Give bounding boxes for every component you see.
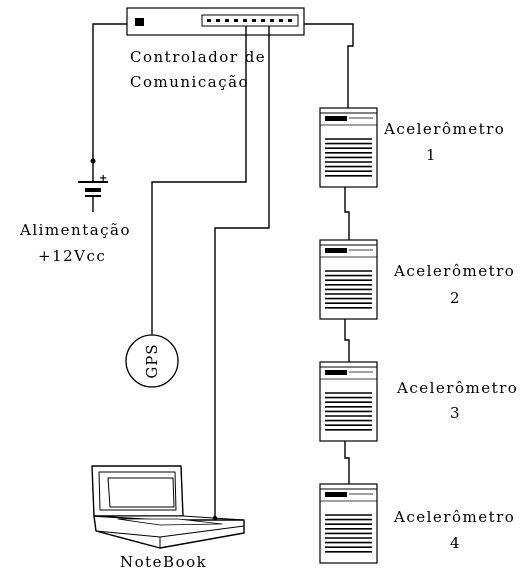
accelerometer-4-name: Acelerômetro: [393, 508, 515, 526]
chain-wire-1-2: [344, 187, 350, 240]
gps-wire: [151, 26, 247, 336]
accelerometer-1-name: Acelerômetro: [383, 120, 505, 138]
notebook-label: NoteBook: [120, 553, 207, 571]
accelerometer-1-number: 1: [426, 146, 437, 164]
accelerometer-2-number: 2: [450, 289, 461, 307]
controller-label-line1: Controlador de: [130, 48, 266, 66]
accelerometer-2-name: Acelerômetro: [393, 262, 515, 280]
accelerometer-4-unit: [319, 483, 378, 564]
power-wire-junction: [90, 158, 96, 164]
controller-label-line2: Comunicação: [130, 73, 249, 91]
gps-label: GPS: [143, 343, 161, 378]
wiring: [92, 23, 354, 518]
controller-port-strip: [201, 14, 299, 27]
accelerometer-3-number: 3: [450, 404, 461, 422]
communication-controller: [126, 7, 305, 36]
accelerometer-bus-wire: [304, 23, 354, 108]
controller-port-pins: [207, 19, 292, 22]
accelerometer-3-unit: [319, 361, 378, 442]
notebook-wire: [214, 26, 270, 518]
chain-wire-2-3: [344, 315, 350, 362]
chain-wire-3-4: [344, 433, 350, 484]
gps-receiver: [125, 334, 179, 388]
accelerometer-1-unit: [319, 107, 378, 188]
accelerometer-units: [319, 107, 378, 564]
battery-plus-sign: +: [99, 173, 107, 184]
power-wire: [92, 23, 127, 182]
notebook-port: [212, 515, 218, 521]
notebook-icon: [91, 465, 245, 549]
battery-icon: [78, 181, 108, 197]
controller-power-port: [135, 18, 144, 26]
accelerometer-4-number: 4: [450, 534, 461, 552]
power-label-line1: Alimentação: [19, 221, 131, 239]
power-label-line2: +12Vcc: [38, 247, 106, 265]
accelerometer-2-unit: [319, 239, 378, 320]
accelerometer-3-name: Acelerômetro: [396, 379, 518, 397]
